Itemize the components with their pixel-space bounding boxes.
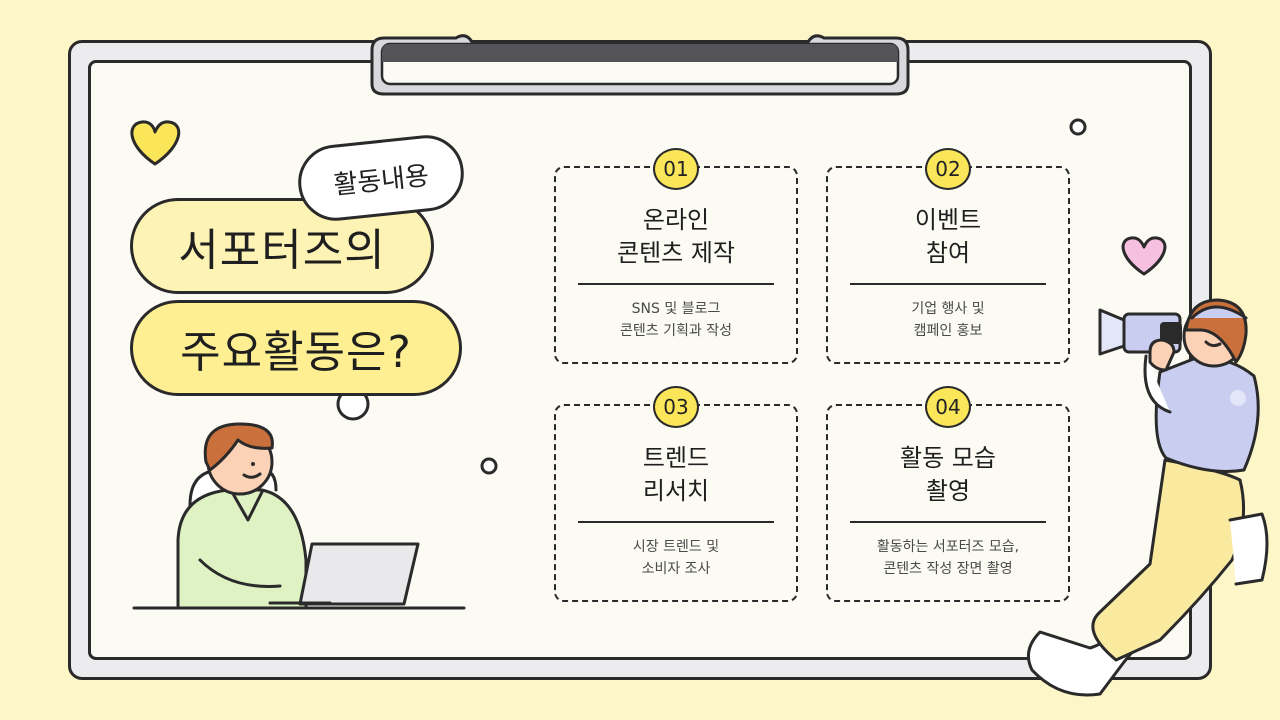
activity-card-3: 03 트렌드 리서치 시장 트렌드 및 소비자 조사 xyxy=(554,386,798,602)
activity-description: 활동하는 서포터즈 모습, 콘텐츠 작성 장면 촬영 xyxy=(876,539,1020,577)
activity-card-2: 02 이벤트 참여 기업 행사 및 캠페인 홍보 xyxy=(826,148,1070,364)
activity-card-4: 04 활동 모습 촬영 활동하는 서포터즈 모습, 콘텐츠 작성 장면 촬영 xyxy=(826,386,1070,602)
activity-description: 시장 트렌드 및 소비자 조사 xyxy=(632,539,720,577)
divider xyxy=(578,283,774,285)
activity-number: 03 xyxy=(653,386,699,428)
activity-number: 04 xyxy=(925,386,971,428)
camera-person-illustration xyxy=(1026,298,1269,697)
activity-card-1: 01 온라인 콘텐츠 제작 SNS 및 블로그 콘텐츠 기획과 작성 xyxy=(554,148,798,364)
clipboard-clip xyxy=(370,34,910,96)
laptop-person-illustration xyxy=(132,422,466,610)
activity-number: 01 xyxy=(653,148,699,190)
activity-description: SNS 및 블로그 콘텐츠 기획과 작성 xyxy=(620,301,732,339)
activity-number: 02 xyxy=(925,148,971,190)
activity-title: 이벤트 참여 xyxy=(914,206,982,267)
heart-icon xyxy=(1121,236,1167,276)
divider xyxy=(578,521,774,523)
activity-title: 활동 모습 촬영 xyxy=(900,444,996,505)
activity-description: 기업 행사 및 캠페인 홍보 xyxy=(911,301,985,339)
activity-title: 트렌드 리서치 xyxy=(642,444,710,505)
title-line-2: 주요활동은? xyxy=(130,300,462,396)
heart-icon xyxy=(130,120,181,166)
activity-title: 온라인 콘텐츠 제작 xyxy=(616,206,736,267)
divider xyxy=(850,283,1046,285)
divider xyxy=(850,521,1046,523)
